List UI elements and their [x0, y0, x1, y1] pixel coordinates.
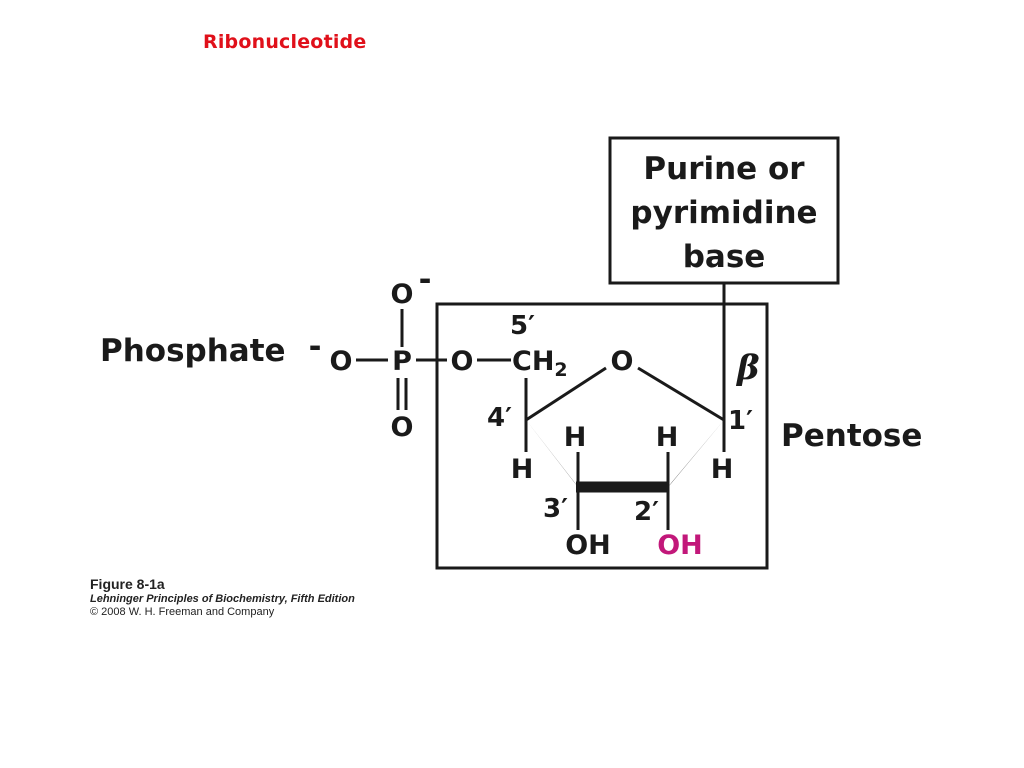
position-label-5-prime: 5′: [510, 311, 535, 341]
base-label-line-2: pyrimidine: [630, 195, 817, 231]
phosphate-o-left: O: [330, 346, 353, 377]
position-label-2-prime: 2′: [634, 497, 659, 527]
hydrogen-c2-up: H: [656, 422, 679, 453]
bond-c2-c1-wedge: [664, 420, 724, 492]
ch2-group: CH2: [512, 346, 568, 381]
beta-symbol: β: [735, 348, 760, 388]
bond-c4-c3-wedge: [526, 420, 582, 492]
base-label-line-3: base: [683, 239, 766, 275]
ch2-subscript: 2: [554, 359, 567, 381]
phosphate-left-charge: -: [309, 329, 322, 365]
phosphate-group: O - - O P O: [309, 262, 447, 443]
phosphate-o-bottom: O: [391, 412, 414, 443]
book-title: Lehninger Principles of Biochemistry, Fi…: [90, 592, 355, 605]
position-label-1-prime: 1′: [728, 406, 753, 436]
phosphate-label: Phosphate: [100, 333, 286, 369]
pentose-label: Pentose: [781, 418, 922, 454]
hydroxyl-2-prime: OH: [657, 530, 703, 561]
hydrogen-c1: H: [711, 454, 734, 485]
ester-o-atom: O: [451, 346, 474, 377]
hydrogen-c4: H: [511, 454, 534, 485]
pentose-box: [435, 302, 769, 570]
bond-o-ring-c1: [637, 366, 725, 422]
figure-caption: Figure 8-1a Lehninger Principles of Bioc…: [90, 576, 355, 619]
bond-c4-o-ring: [525, 366, 607, 422]
ring-o-atom: O: [611, 346, 634, 377]
base-group: Purine or pyrimidine base: [608, 136, 840, 285]
ribose-ring: O: [524, 283, 726, 530]
position-label-3-prime: 3′: [543, 494, 568, 524]
base-label-line-1: Purine or: [643, 151, 805, 187]
position-label-4-prime: 4′: [487, 403, 512, 433]
figure-number: Figure 8-1a: [90, 576, 165, 592]
page-title: Ribonucleotide: [203, 31, 367, 53]
ch2-label: CH: [512, 346, 554, 377]
copyright-notice: © 2008 W. H. Freeman and Company: [90, 605, 275, 618]
phosphate-top-charge: -: [419, 262, 432, 298]
phosphorus-atom: P: [392, 346, 412, 377]
phosphate-o-top: O: [391, 279, 414, 310]
hydrogen-c3-up: H: [564, 422, 587, 453]
hydroxyl-3-prime: OH: [565, 530, 611, 561]
